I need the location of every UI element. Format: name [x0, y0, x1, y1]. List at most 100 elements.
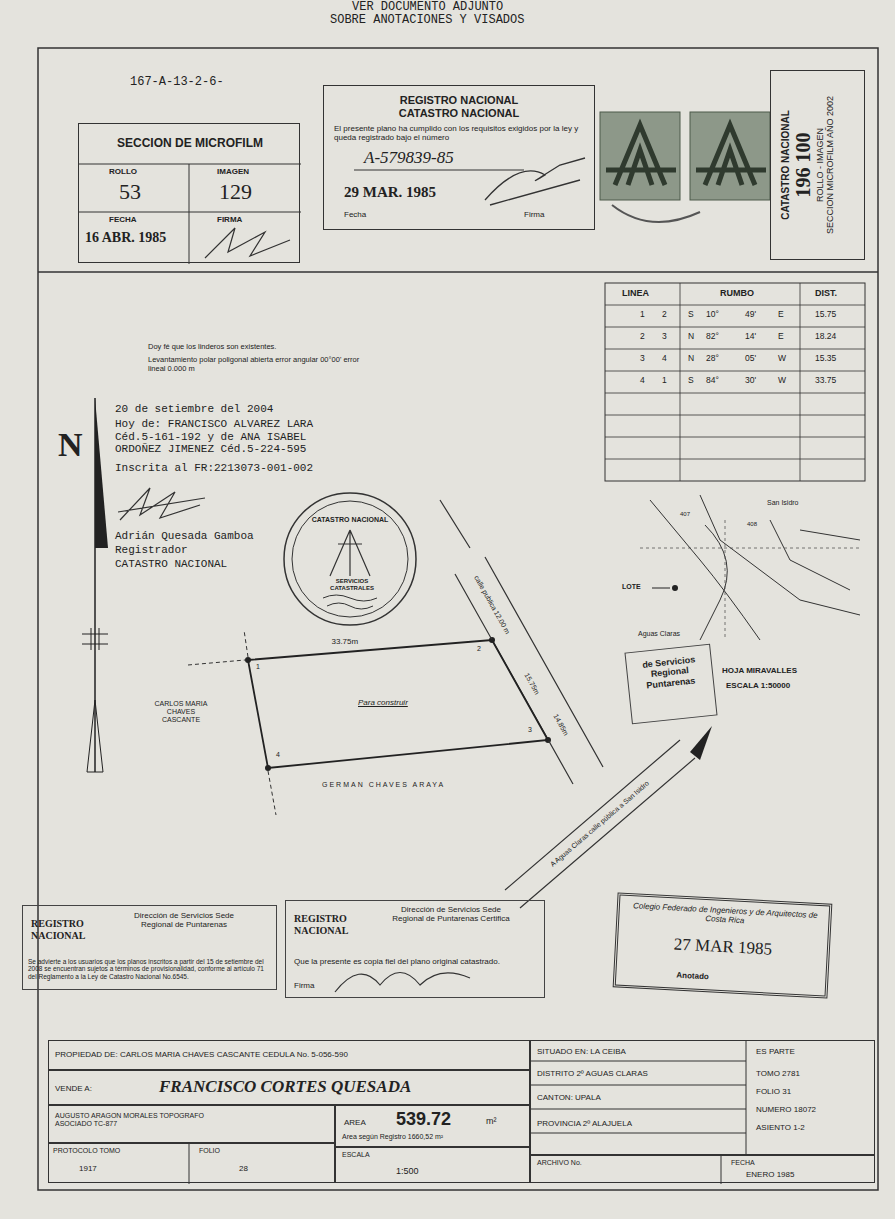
vertex-number: 3	[528, 726, 532, 734]
catastro-seal: CATASTRO NACIONALSERVICIOS CATASTRALES	[283, 492, 417, 626]
stamp-logo	[690, 112, 770, 200]
seal-ring	[284, 493, 416, 625]
registrar-title: Registrador	[115, 544, 188, 557]
registry-area: Area según Registro 1660,52 m²	[342, 1133, 443, 1141]
table-cell: 3	[640, 354, 645, 364]
header-rule	[38, 271, 878, 273]
registrar-office: CATASTRO NACIONAL	[115, 558, 227, 571]
table-header: LINEA	[622, 288, 649, 298]
cell-rule	[79, 212, 301, 213]
table-cell: E	[778, 332, 784, 342]
table-cell: 30'	[745, 376, 756, 386]
table-cell: 15.35	[815, 354, 836, 364]
dimension: 33.75m	[330, 637, 361, 646]
cell-rule	[721, 1156, 722, 1184]
field-label: FIRMA	[217, 215, 242, 224]
signature	[335, 973, 470, 993]
map-label: LOTE	[622, 583, 641, 591]
table-cell: E	[778, 310, 784, 320]
buyer-name: FRANCISCO CORTES QUESADA	[159, 1077, 411, 1097]
street-label: calle publica 12.00 m	[472, 574, 511, 635]
vertex-number: 4	[276, 751, 280, 759]
header-note: VER DOCUMENTO ADJUNTO	[352, 1, 503, 15]
cell-rule	[531, 1061, 746, 1062]
registry-field: ASIENTO 1-2	[756, 1123, 805, 1132]
location-field: PROVINCIA 2º ALAJUELA	[537, 1119, 632, 1128]
registry-stamp: REGISTRO NACIONAL CATASTRO NACIONALEl pr…	[323, 85, 595, 230]
stamp-date: 29 MAR. 1985	[344, 184, 436, 201]
cell-rule	[354, 170, 524, 171]
scale-cell: ESCALA1:500	[335, 1147, 530, 1183]
stamp-heading: SECCION DE MICROFILM	[79, 137, 301, 151]
table-cell: S	[688, 310, 694, 320]
stamp-heading: Colegio Federado de Ingenieros y de Arqu…	[627, 901, 823, 930]
microfilm-stamp: SECCION DE MICROFILMROLLO53IMAGEN129FECH…	[78, 123, 300, 263]
surveyor-text: AUGUSTO ARAGON MORALES TOPOGRAFO ASOCIAD…	[55, 1112, 215, 1128]
field-label: Firma	[524, 210, 544, 219]
seal-ring	[292, 501, 408, 617]
owner-cell: PROPIEDAD DE: CARLOS MARIA CHAVES CASCAN…	[48, 1040, 530, 1070]
table-cell: 18.24	[815, 332, 836, 342]
north-arrow-tail	[87, 700, 103, 772]
location-map	[650, 495, 860, 640]
cell-rule	[531, 1133, 746, 1134]
table-cell: 28°	[706, 354, 719, 364]
cell-rule	[189, 1144, 190, 1184]
surveyor-note: Levantamiento polar poligonal abierta er…	[148, 356, 368, 373]
archive-cell-outline	[531, 1156, 876, 1184]
table-cell: 82°	[706, 332, 719, 342]
owner-note: Hoy de: FRANCISCO ALVAREZ LARA Céd.5-161…	[115, 418, 330, 456]
archive-cell: ARCHIVO No.FECHAENERO 1985	[530, 1155, 875, 1183]
dimension: 15.75m	[522, 672, 540, 696]
table-cell: N	[688, 332, 694, 342]
vertex-number: 1	[256, 663, 260, 671]
table-cell: 2	[662, 310, 667, 320]
field-label: ESCALA	[342, 1151, 370, 1159]
map-scale: ESCALA 1:50000	[726, 681, 790, 690]
owner-text: PROPIEDAD DE: CARLOS MARIA CHAVES CASCAN…	[55, 1050, 348, 1059]
table-cell: 3	[662, 332, 667, 342]
regional-stamp: de Servicios Regional Puntarenas	[624, 644, 717, 725]
street-arrow	[690, 726, 712, 760]
parcel-boundary	[248, 640, 548, 768]
seal-waves	[323, 595, 377, 609]
table-cell: W	[778, 376, 786, 386]
roll-number: 53	[119, 179, 141, 204]
cell-rule	[189, 164, 190, 264]
field-label: FECHA	[109, 215, 137, 224]
registry-number: Inscrita al FR:2213073-001-002	[115, 462, 313, 475]
registry-field: NUMERO 18072	[756, 1105, 816, 1114]
registrar-name: Adrián Quesada Gamboa	[115, 530, 254, 543]
dimension: 14.85m	[551, 713, 569, 737]
field-label: FOLIO	[199, 1147, 220, 1155]
table-cell: W	[778, 354, 786, 364]
catastro-seal-outline	[283, 492, 417, 626]
map-label: Aguas Claras	[636, 630, 682, 638]
stamp-text: SECCION MICROFILM AÑO 2002	[824, 71, 834, 258]
signature	[205, 228, 290, 258]
seal-text: SERVICIOS CATASTRALES	[320, 578, 384, 592]
stamp-text: Dirección de Servicios Sede Regional de …	[386, 905, 516, 923]
registry-notice-stamp: REGISTRO NACIONALDirección de Servicios …	[22, 905, 277, 990]
table-header: DIST.	[815, 288, 837, 298]
street-line	[505, 740, 695, 908]
field-value: ENERO 1985	[746, 1170, 794, 1179]
field-label: ES PARTE	[756, 1047, 795, 1056]
bearing-table-grid	[605, 283, 865, 481]
table-cell: 05'	[745, 354, 756, 364]
table-cell: 1	[662, 376, 667, 386]
table-cell: 2	[640, 332, 645, 342]
signature	[485, 158, 585, 205]
registry-logo: REGISTRO NACIONAL	[294, 913, 366, 936]
field-label: ROLLO	[109, 167, 137, 176]
neighbor-name: CARLOS MARIA CHAVES CASCANTE	[150, 700, 212, 724]
protocol-cell: PROTOCOLO TOMO1917FOLIO28	[48, 1143, 335, 1183]
roll-image-number: 196 100	[791, 71, 814, 258]
stamp-text: El presente plano ha cumplido con los re…	[334, 124, 586, 142]
table-cell: 10°	[706, 310, 719, 320]
field-label: VENDE A:	[55, 1084, 92, 1093]
microfilm-vertical-stamp: CATASTRO NACIONAL196 100ROLLO - IMAGENSE…	[770, 70, 865, 260]
surveyor-note: Doy fé que los linderos son existentes.	[148, 343, 388, 352]
vertical-block: CATASTRO NACIONAL196 100ROLLO - IMAGENSE…	[771, 71, 863, 258]
